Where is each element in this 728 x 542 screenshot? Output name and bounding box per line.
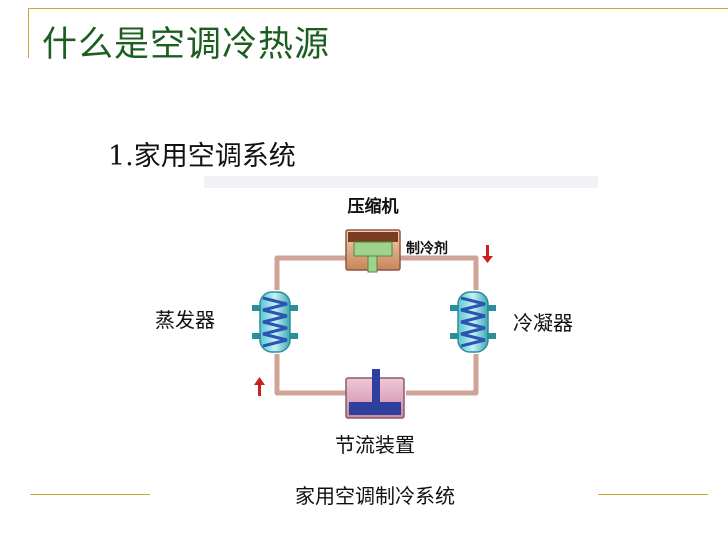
condenser-coil: [450, 291, 496, 353]
condenser-label: 冷凝器: [513, 311, 573, 335]
bottom-left-rule: [30, 494, 150, 495]
refrigerant-pipe: [274, 255, 479, 396]
refrigeration-cycle-diagram: 压缩机 制冷剂 蒸发器 冷凝器 节流装置: [155, 196, 573, 457]
refrigerant-label: 制冷剂: [406, 240, 448, 257]
section-subheading: 1.家用空调系统: [108, 141, 296, 172]
flow-arrow-up-icon: [254, 377, 265, 396]
figure-caption: 家用空调制冷系统: [295, 484, 455, 508]
evaporator-label: 蒸发器: [155, 308, 215, 332]
compressor-label: 压缩机: [348, 196, 399, 217]
title-left-rule: [28, 8, 29, 58]
expansion-device: [345, 369, 405, 419]
title-top-rule: [28, 8, 728, 9]
slide-title: 什么是空调冷热源: [42, 25, 331, 65]
figure-top-band: [204, 176, 598, 188]
flow-arrow-down-icon: [482, 245, 493, 263]
bottom-right-rule: [598, 494, 708, 495]
compressor: [345, 229, 401, 273]
expansion-device-label: 节流装置: [335, 433, 415, 457]
evaporator-coil: [252, 291, 298, 353]
